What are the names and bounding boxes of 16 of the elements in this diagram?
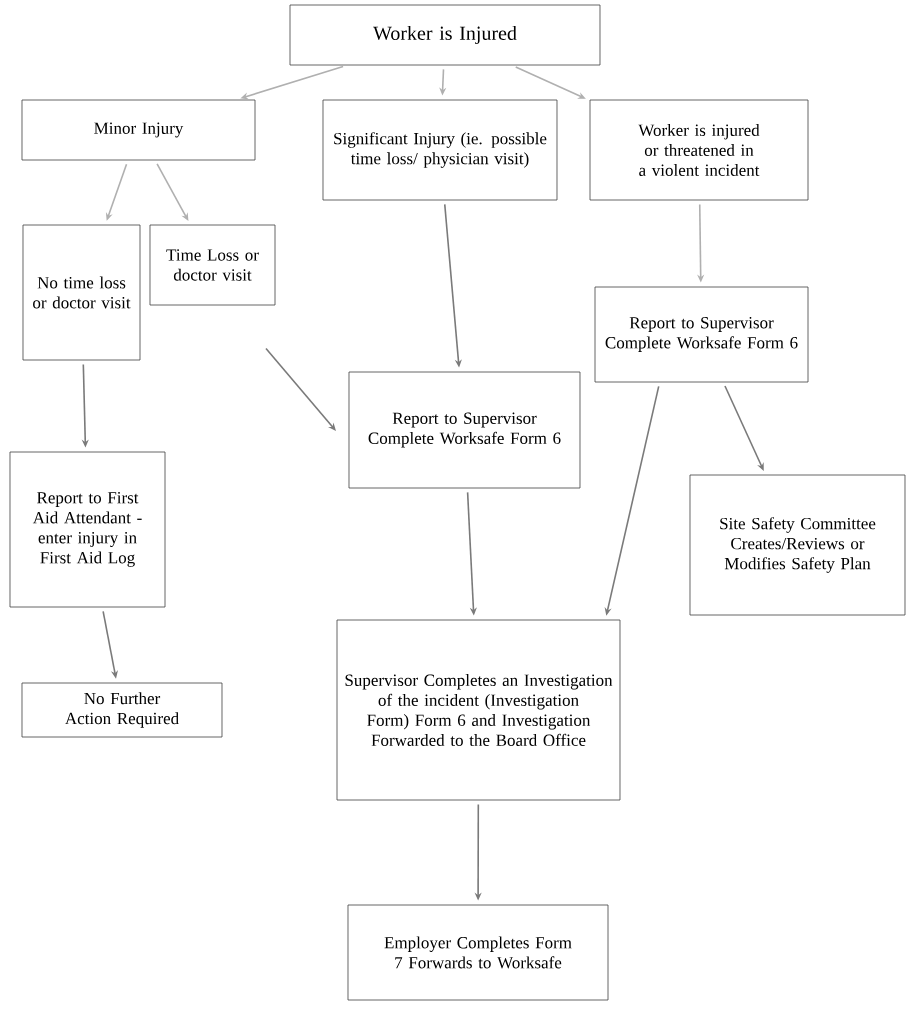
process-box: Supervisor Completes an Investigation of the incident (Investigation Form) Form 6 and Investigation Forwarded to the Board Office [336, 619, 621, 801]
process-box: No time loss or doctor visit [22, 224, 141, 361]
arrow [724, 385, 764, 471]
process-box: Time Loss or doctor visit [149, 224, 276, 306]
process-box: Worker is Injured [289, 4, 601, 66]
process-box: Employer Completes Form 7 Forwards to Worksafe [347, 904, 609, 1001]
process-box: Report to Supervisor Complete Worksafe Form 6 [348, 371, 581, 489]
arrow [514, 66, 586, 99]
process-box: No Further Action Required [21, 682, 223, 738]
process-box: Minor Injury [21, 99, 256, 161]
arrow [265, 347, 336, 431]
process-box: Report to Supervisor Complete Worksafe Form 6 [594, 286, 809, 383]
process-box: Site Safety Committee Creates/Reviews or Modifies Safety Plan [689, 474, 906, 616]
process-box: Report to First Aid Attendant - enter injury in First Aid Log [9, 451, 166, 608]
process-box: Worker is injured or threatened in a violent incident [589, 99, 809, 201]
process-box: Significant Injury (ie. possible time loss/ physician visit) [322, 99, 558, 201]
